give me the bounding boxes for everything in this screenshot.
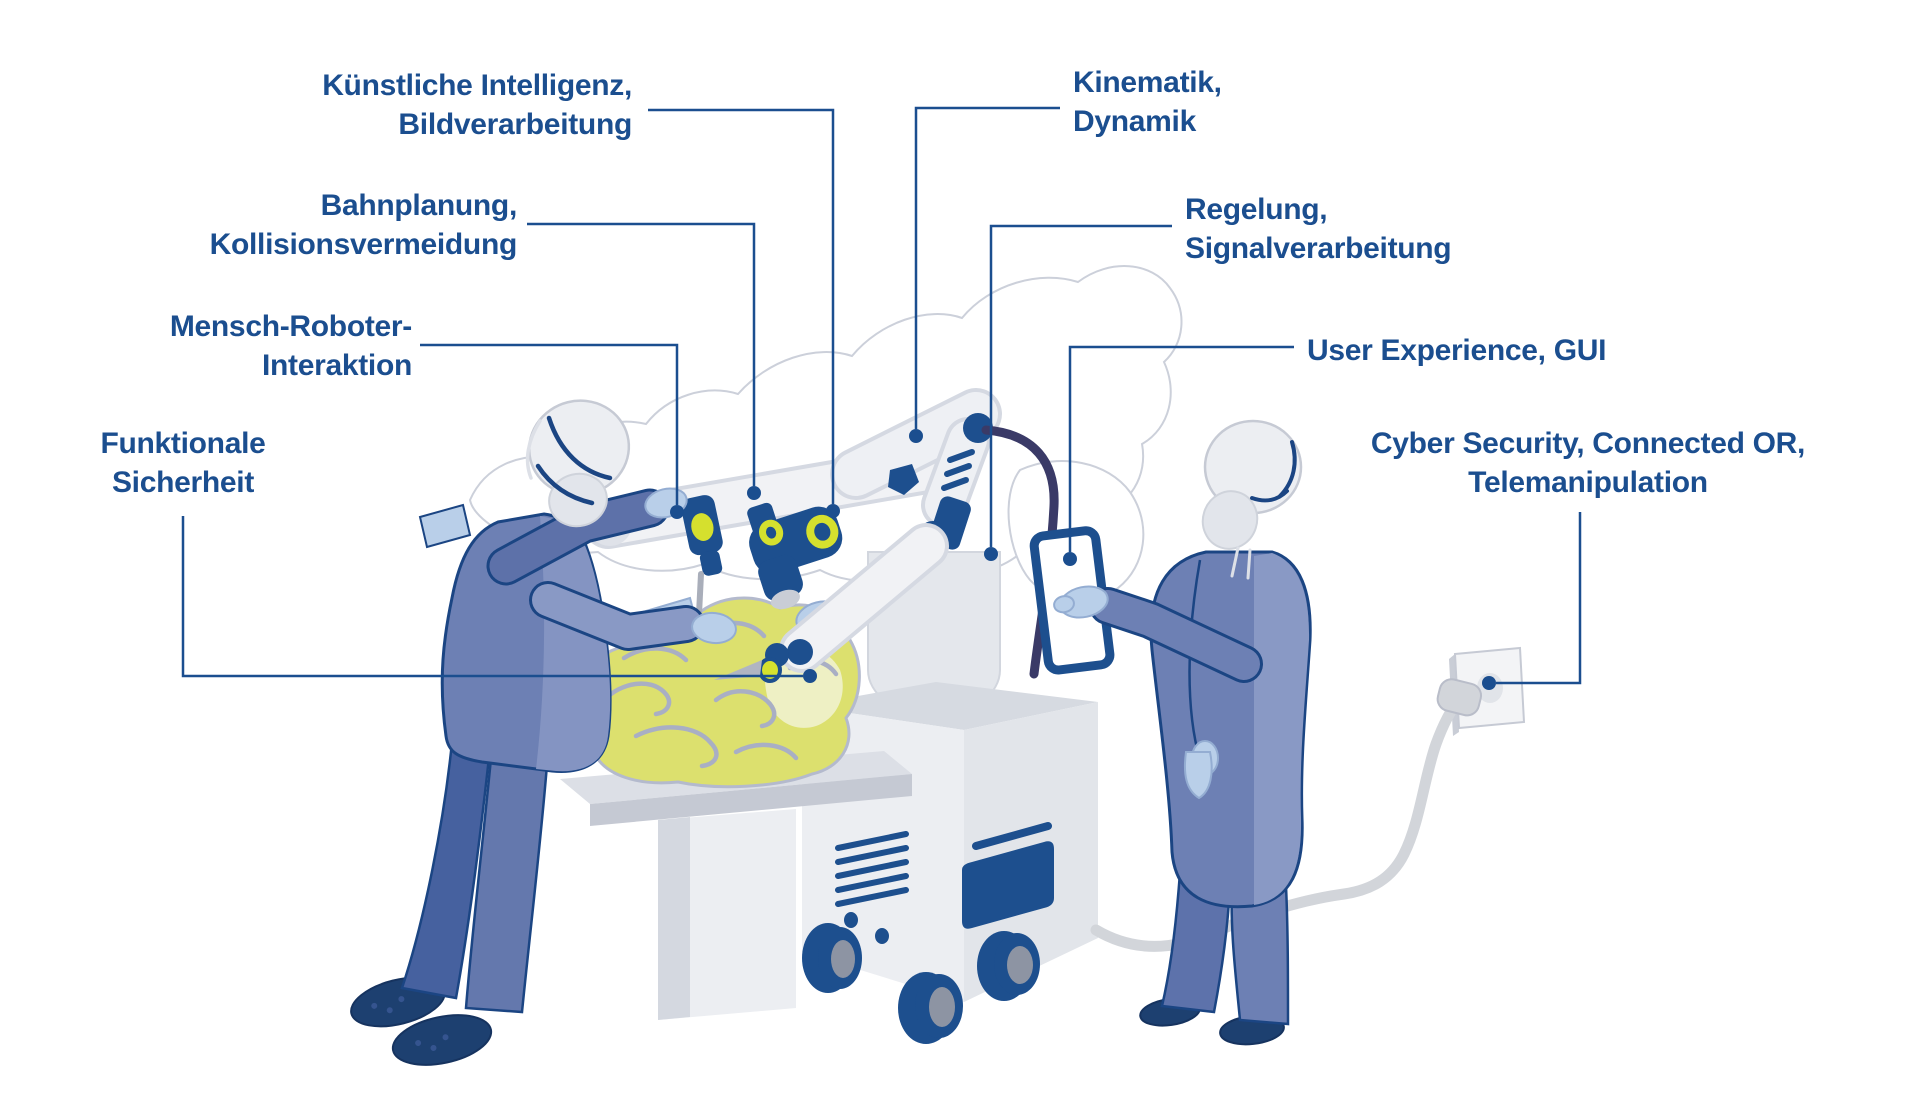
cart-wheel [898, 972, 963, 1044]
label-kinematik-dynamik: Kinematik, Dynamik [1073, 63, 1222, 141]
callout-dot-kuenstliche-intelligenz [826, 504, 840, 518]
cap-tie [525, 419, 542, 480]
callout-line-user-experience [1068, 345, 1294, 552]
robot-joint [963, 413, 993, 443]
label-user-experience-gui: User Experience, GUI [1307, 331, 1606, 370]
arm-stripes-icon [941, 449, 975, 491]
assistant [1053, 419, 1312, 1046]
label-line: Regelung, [1185, 193, 1328, 226]
robot-upper-arm [830, 388, 1002, 553]
label-line: Mensch-Roboter- [169, 310, 412, 343]
assistant-leg [1160, 870, 1232, 1014]
callout-line-cyber-security [1496, 512, 1582, 685]
cart-wheel [802, 923, 862, 993]
cart-dot-icon [844, 912, 858, 928]
label-line: Telemanipulation [1468, 466, 1708, 499]
label-line: Signalverarbeitung [1185, 232, 1452, 265]
cart-panel [962, 841, 1054, 929]
camera-lens-tip [770, 589, 800, 610]
label-line: User Experience, GUI [1307, 334, 1607, 367]
label-line: Cyber Security, Connected OR, [1370, 427, 1806, 460]
callout-line-mensch-roboter [420, 343, 679, 505]
callout-dot-regelung [984, 547, 998, 561]
cart-vents-icon [835, 831, 909, 907]
surgeon-torso-highlight [536, 516, 611, 772]
label-line: Bahnplanung, [320, 189, 518, 222]
drape-corner [418, 503, 472, 549]
label-kuenstliche-intelligenz: Künstliche Intelligenz, Bildverarbeitung [322, 66, 632, 144]
cart-wheel [977, 931, 1040, 1001]
label-funktionale-sicherheit: Funktionale Sicherheit [100, 424, 265, 502]
callout-line-regelung [989, 224, 1172, 547]
callout-dot-kinematik [909, 429, 923, 443]
surgeon [350, 399, 737, 1066]
robot-cart [802, 682, 1098, 1044]
cap-tie [1246, 548, 1252, 580]
camera-head [747, 502, 843, 610]
label-regelung-signalverarbeitung: Regelung, Signalverarbeitung [1185, 190, 1452, 268]
label-line: Interaktion [261, 349, 412, 382]
cap-tie [1230, 546, 1240, 578]
callout-line-bahnplanung [527, 222, 756, 486]
callout-connectors [181, 106, 1582, 685]
callout-dots [670, 429, 1496, 690]
surgeon-arm-lower [532, 584, 702, 648]
mask-strap [546, 415, 613, 481]
label-mensch-roboter-interaktion: Mensch-Roboter- Interaktion [170, 307, 412, 385]
assistant-head [1201, 419, 1303, 580]
mask-strap [1250, 489, 1289, 503]
assistant-torso-highlight [1254, 553, 1310, 905]
cart-stripe [972, 822, 1052, 850]
label-line: Dynamik [1073, 105, 1196, 138]
clog-shoe [391, 1014, 493, 1066]
label-bahnplanung: Bahnplanung, Kollisionsvermeidung [209, 186, 518, 264]
label-line: Sicherheit [111, 466, 255, 499]
label-line: Kinematik, [1073, 66, 1222, 99]
callout-line-funktionale-sicherheit [181, 516, 803, 678]
face-mask [1201, 490, 1259, 550]
callout-dot-funktionale-sicherheit [803, 669, 817, 683]
towel [1183, 751, 1213, 800]
robot-joint [787, 639, 813, 665]
callout-dot-mensch-roboter [670, 505, 684, 519]
assistant-arm [1092, 590, 1260, 680]
callout-line-kuenstliche-intelligenz [648, 108, 835, 504]
assistant-leg [1230, 882, 1290, 1026]
tool-accent [691, 513, 714, 541]
callout-dot-cyber-security [1482, 676, 1496, 690]
label-line: Bildverarbeitung [398, 108, 632, 141]
label-line: Künstliche Intelligenz, [322, 69, 632, 102]
assistant-seam [1188, 559, 1202, 761]
surgeon-head [525, 399, 631, 528]
callout-line-kinematik [914, 106, 1060, 429]
brain-folds [601, 620, 839, 769]
surgeon-glove [691, 611, 737, 645]
label-line: Funktionale [100, 427, 266, 460]
assistant-glove [1053, 585, 1109, 619]
surgeon-leg [400, 740, 492, 1000]
mask-strap [535, 463, 595, 506]
label-line: Kollisionsvermeidung [209, 228, 518, 261]
surgeon-leg [464, 746, 550, 1014]
label-cyber-security: Cyber Security, Connected OR, Telemanipu… [1371, 424, 1805, 502]
handheld-tool [681, 495, 723, 617]
tool-shaft [696, 571, 704, 617]
cart-dot-icon [875, 928, 889, 944]
callout-dot-bahnplanung [747, 486, 761, 500]
callout-dot-user-experience [1063, 552, 1077, 566]
power-plug [1436, 678, 1483, 717]
arm-plate [888, 464, 919, 495]
